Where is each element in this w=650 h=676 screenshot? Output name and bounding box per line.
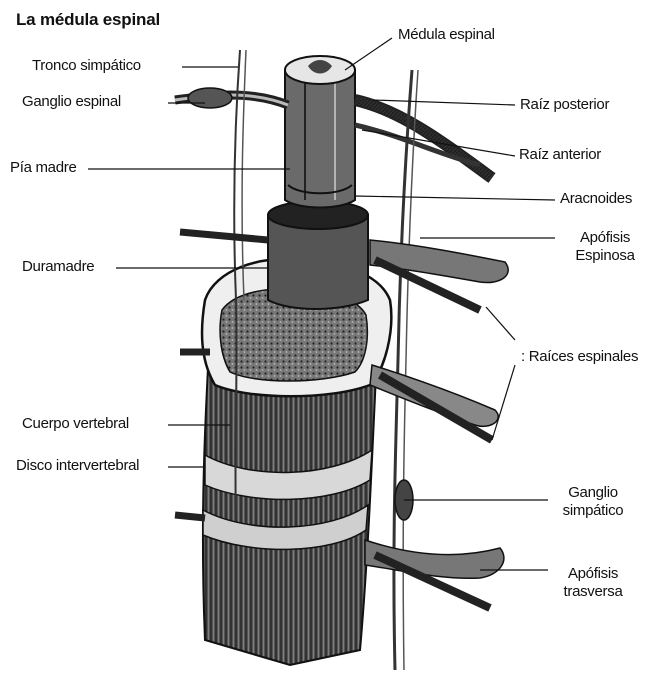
label-apofisis-trasversa: Apófisis trasversa <box>555 565 631 601</box>
label-apofisis-espinosa-line2: Espinosa <box>572 247 638 265</box>
label-apofisis-trasversa-line2: trasversa <box>555 583 631 601</box>
label-raices-espinales: : Raíces espinales <box>521 348 638 366</box>
label-apofisis-espinosa-line1: Apófisis <box>572 229 638 247</box>
dura-tube <box>268 201 368 309</box>
label-ganglio-simpatico: Ganglio simpático <box>553 484 633 520</box>
diagram-title: La médula espinal <box>16 10 160 30</box>
label-pia-madre: Pía madre <box>10 159 77 177</box>
label-aracnoides: Aracnoides <box>560 190 632 208</box>
spinal-cord <box>285 56 355 208</box>
label-duramadre: Duramadre <box>22 258 94 276</box>
label-apofisis-trasversa-line1: Apófisis <box>555 565 631 583</box>
label-raiz-anterior: Raíz anterior <box>519 146 601 164</box>
label-ganglio-espinal: Ganglio espinal <box>22 93 121 111</box>
label-cuerpo-vertebral: Cuerpo vertebral <box>22 415 129 433</box>
label-tronco-simpatico: Tronco simpático <box>32 57 141 75</box>
label-ganglio-simpatico-line1: Ganglio <box>553 484 633 502</box>
label-apofisis-espinosa: Apófisis Espinosa <box>572 229 638 265</box>
label-medula-espinal: Médula espinal <box>398 26 495 44</box>
label-disco-intervertebral: Disco intervertebral <box>16 457 139 475</box>
label-raiz-posterior: Raíz posterior <box>520 96 609 114</box>
label-ganglio-simpatico-line2: simpático <box>553 502 633 520</box>
